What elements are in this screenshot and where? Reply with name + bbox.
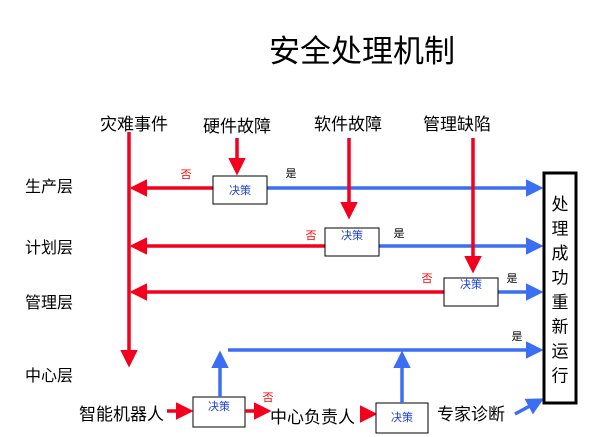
yes-label-2: 是: [394, 227, 405, 240]
label-management-defect: 管理缺陷: [423, 115, 491, 135]
decision-box-2: [324, 227, 380, 257]
layer-planning: 计划层: [25, 238, 73, 257]
decision-box-1: [212, 175, 268, 205]
result-box: [542, 171, 578, 405]
decision-box-3: [443, 277, 499, 307]
no-label-4: 否: [263, 391, 274, 404]
yes-label-center: 是: [512, 330, 523, 343]
result-char: 行: [552, 367, 569, 387]
result-char: 新: [552, 318, 569, 338]
no-label-2: 否: [306, 229, 317, 242]
no-label-1: 否: [181, 168, 192, 181]
result-char: 运: [552, 342, 569, 362]
yes-label-3: 是: [507, 272, 518, 285]
decision-box-2-label: 决策: [341, 228, 363, 242]
decision-box-5: [375, 402, 429, 434]
yes-label-1: 是: [286, 167, 297, 180]
label-software-fault: 软件故障: [314, 115, 382, 135]
result-char: 处: [552, 195, 569, 215]
layer-production: 生产层: [25, 177, 73, 196]
result-char: 成: [552, 244, 569, 264]
result-char: 理: [552, 220, 569, 240]
diagram-title: 安全处理机制: [269, 34, 455, 70]
label-disaster-event: 灾难事件: [100, 115, 168, 135]
label-smart-robot: 智能机器人: [79, 405, 164, 425]
layer-center: 中心层: [25, 366, 73, 385]
result-char: 功: [552, 269, 569, 289]
label-expert-diagnosis: 专家诊断: [437, 405, 505, 425]
label-center-responsible: 中心负责人: [270, 408, 355, 428]
decision-box-4-label: 决策: [208, 399, 230, 413]
result-char: 重: [552, 293, 569, 313]
decision-box-5-label: 决策: [391, 410, 413, 424]
label-hardware-fault: 硬件故障: [203, 117, 271, 137]
no-label-3: 否: [422, 272, 433, 285]
layer-management: 管理层: [25, 293, 73, 312]
decision-box-3-label: 决策: [460, 277, 482, 291]
expert-arrow: [514, 398, 545, 416]
decision-box-1-label: 决策: [229, 183, 251, 197]
